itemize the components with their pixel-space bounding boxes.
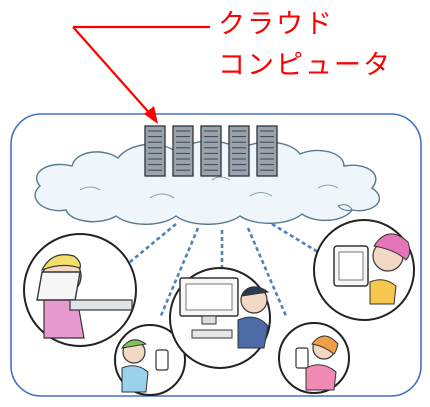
server-icon [256, 125, 278, 177]
pointer-arrow [72, 25, 210, 124]
smartphone-child-icon [114, 324, 186, 396]
cloud-icon [34, 140, 380, 225]
smartphone-girl-icon [278, 322, 350, 394]
server-icon [200, 125, 222, 177]
tablet-user-icon [313, 219, 415, 321]
laptop-user-icon [23, 233, 137, 347]
cloud-label-line-2: コンピュータ [218, 50, 392, 81]
server-rack-group [144, 125, 278, 177]
server-icon [228, 125, 250, 177]
server-icon [144, 125, 166, 177]
desktop-pc-user-icon [169, 267, 271, 369]
server-icon [172, 125, 194, 177]
network-links [129, 222, 319, 319]
cloud-label-line-1: クラウド [218, 9, 334, 40]
cloud-computer-label: クラウド コンピュータ [218, 4, 426, 86]
frame [10, 113, 422, 397]
